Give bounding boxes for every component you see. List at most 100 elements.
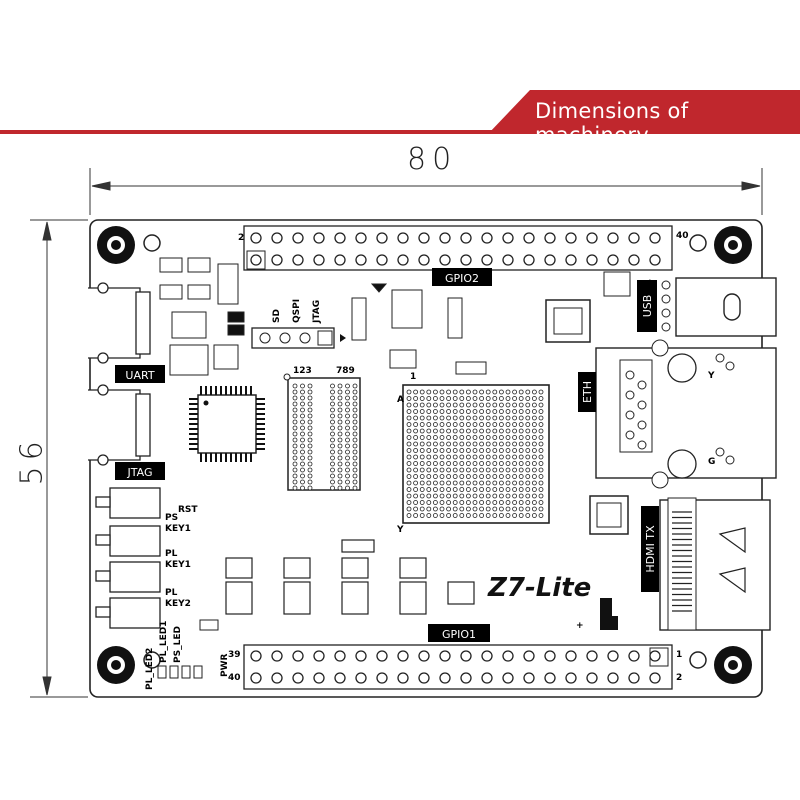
banner-rule — [0, 130, 800, 134]
power-components — [159, 257, 245, 376]
eth-led-y: Y — [707, 371, 715, 381]
gpio1-pin — [250, 672, 262, 684]
usb-label: USB — [641, 295, 654, 318]
gpio2-pin — [523, 232, 535, 244]
mounting-hole-br — [714, 646, 752, 684]
uart-usb-connector — [88, 282, 151, 364]
qspi-label: QSPI — [292, 299, 302, 323]
gpio1-pin — [334, 672, 346, 684]
gpio2-pin — [292, 232, 304, 244]
gpio1-pin-39: 39 — [228, 650, 241, 660]
gpio1-pin — [439, 650, 451, 662]
eth-tag — [578, 372, 596, 412]
width-dimension-label: 80 — [407, 142, 458, 177]
gpio1-pin — [397, 672, 409, 684]
gpio1-label: GPIO1 — [442, 628, 476, 641]
gpio2-pin — [376, 232, 388, 244]
fpga-row-a: A — [397, 395, 404, 405]
gpio2-pin — [607, 232, 619, 244]
gpio2-pin — [607, 254, 619, 266]
gpio2-pin — [649, 232, 661, 244]
title-banner — [488, 90, 800, 134]
gpio2-pin — [649, 254, 661, 266]
ethernet-connector: Y G ETH — [578, 339, 777, 489]
gpio1-pin — [565, 672, 577, 684]
hdmi-connector: HDMI TX — [641, 497, 771, 631]
fpga-chip: 1 A Y — [396, 372, 550, 535]
mounting-hole-tl — [97, 226, 135, 264]
hdmi-chip: + — [576, 495, 629, 631]
oscillator-area — [351, 283, 487, 375]
hdmi-tag — [641, 506, 659, 592]
key1-ps-label: KEY1 — [165, 524, 191, 534]
uart-label: UART — [125, 369, 154, 382]
gpio1-pin — [481, 650, 493, 662]
ddr-col-start: 123 — [293, 366, 312, 376]
rst-label: RST — [178, 505, 198, 515]
gpio1-pin — [397, 650, 409, 662]
gpio2-pin — [460, 232, 472, 244]
gpio1-tag — [428, 624, 490, 642]
gpio1-pin — [418, 650, 430, 662]
usb-connector: USB — [637, 277, 777, 337]
gpio1-pin — [649, 672, 661, 684]
gpio1-pin — [481, 672, 493, 684]
gpio2-pin-right: 40 — [676, 231, 689, 241]
mounting-hole-tr — [714, 226, 752, 264]
gpio2-pin — [439, 254, 451, 266]
key2-label: KEY2 — [165, 599, 191, 609]
gpio1-pin-1: 1 — [676, 650, 682, 660]
mounting-hole-bl — [97, 646, 135, 684]
gpio2-pin — [334, 254, 346, 266]
eth-led-g: G — [708, 457, 715, 467]
gpio2-pin — [376, 254, 388, 266]
gpio2-pin — [292, 254, 304, 266]
power-regulators — [225, 539, 475, 615]
gpio2-pin — [418, 232, 430, 244]
eth-label: ETH — [581, 381, 594, 403]
gpio1-pin — [271, 650, 283, 662]
gpio2-pin — [271, 232, 283, 244]
gpio2-pin — [481, 254, 493, 266]
gpio1-pin — [376, 672, 388, 684]
gpio1-pin — [544, 672, 556, 684]
gpio1-pin — [649, 650, 661, 662]
gpio2-pin — [565, 232, 577, 244]
sd-label: SD — [272, 309, 282, 323]
gpio1-pin — [271, 672, 283, 684]
gpio1-pin — [628, 672, 640, 684]
ethernet-phy-chip — [545, 271, 657, 343]
gpio1-pin — [607, 672, 619, 684]
gpio1-pin — [292, 672, 304, 684]
hdmi-label: HDMI TX — [644, 525, 657, 573]
gpio2-pin — [628, 232, 640, 244]
gpio1-pin — [502, 672, 514, 684]
gpio2-label: GPIO2 — [445, 272, 479, 285]
gpio1-pin — [565, 650, 577, 662]
gpio1-pin — [418, 672, 430, 684]
jtag-label: JTAG — [127, 466, 153, 479]
jtag-tag — [115, 462, 165, 480]
gpio2-pin — [250, 232, 262, 244]
gpio2-pin — [502, 232, 514, 244]
buttons — [95, 487, 161, 629]
pl-label-1: PL — [165, 549, 178, 559]
pl-label-2: PL — [165, 588, 178, 598]
usb-uart-chip — [189, 386, 265, 462]
page-title: Dimensions of machinery — [535, 99, 689, 147]
usb-tag — [637, 280, 657, 332]
gpio1-pin — [250, 650, 262, 662]
gpio2-pin — [628, 254, 640, 266]
gpio2-pin — [586, 254, 598, 266]
boot-mode-header: SD QSPI JTAG — [251, 299, 346, 349]
ddr-memory-chip: 123 789 — [283, 366, 361, 491]
gpio1-pin — [586, 650, 598, 662]
gpio2-pin — [313, 254, 325, 266]
fpga-pin-1: 1 — [410, 372, 416, 382]
gpio2-tag — [432, 268, 492, 286]
gpio2-pin — [586, 232, 598, 244]
gpio2-pin — [544, 232, 556, 244]
pwr-label: PWR — [220, 653, 230, 677]
key1-pl-label: KEY1 — [165, 560, 191, 570]
